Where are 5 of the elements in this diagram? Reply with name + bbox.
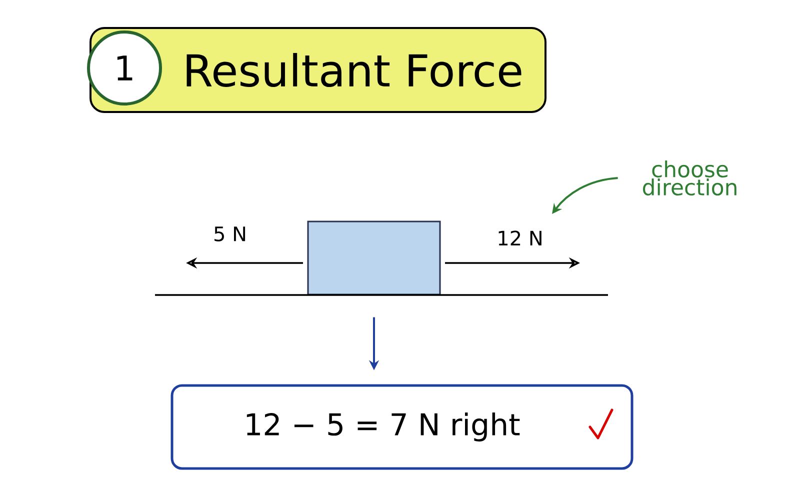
result-box: 12 − 5 = 7 N right — [170, 384, 634, 470]
force-label: 12 N — [498, 230, 542, 246]
note-text: choose direction — [643, 160, 736, 196]
force-label: 5 N — [214, 226, 246, 242]
block — [307, 220, 441, 296]
